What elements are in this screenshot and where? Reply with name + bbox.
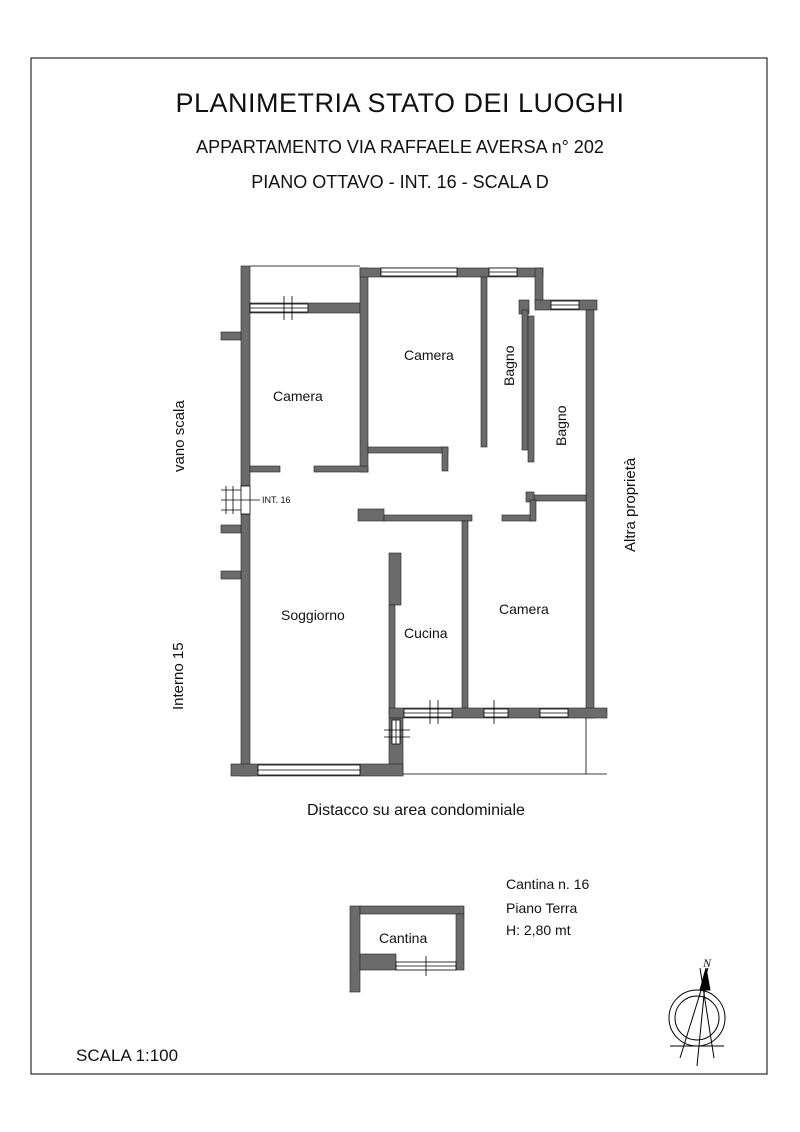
- entrance-door: [221, 485, 260, 515]
- room-label-bagno-2: Bagno: [553, 405, 569, 446]
- wall-bagno1-west: [480, 276, 488, 448]
- wall-stub-1: [220, 331, 242, 341]
- page-title: PLANIMETRIA STATO DEI LUOGHI: [175, 88, 625, 118]
- wall-camera-se-stub: [529, 499, 537, 522]
- room-label-cucina: Cucina: [404, 625, 448, 641]
- wall-west-lower: [240, 513, 251, 777]
- wall-east: [585, 309, 595, 719]
- room-label-cantina: Cantina: [379, 930, 428, 946]
- wall-corridor-top: [383, 514, 473, 522]
- room-label-camera-n: Camera: [404, 347, 454, 363]
- scale-label: SCALA 1:100: [76, 1046, 179, 1065]
- sheet-border: [30, 57, 768, 1075]
- wall-west-upper: [240, 265, 251, 487]
- wall-bagno1-east: [521, 309, 529, 451]
- wall-bagno2-west: [527, 315, 535, 463]
- wall-stub-3: [220, 570, 242, 580]
- label-altra-proprieta: Altra proprietà: [622, 457, 639, 552]
- north-label: N: [703, 956, 712, 970]
- label-distacco: Distacco su area condominiale: [307, 802, 525, 819]
- wall-corridor-block: [357, 508, 385, 522]
- wall-north-step: [534, 267, 544, 305]
- address-subtitle: APPARTAMENTO VIA RAFFAELE AVERSA n° 202: [196, 137, 604, 157]
- cantina-info-line-1: Cantina n. 16: [506, 876, 590, 892]
- room-label-camera-se: Camera: [499, 601, 549, 617]
- label-interno-15: Interno 15: [170, 642, 187, 710]
- wall-kitchen-east: [461, 520, 469, 712]
- cantina-info-line-3: H: 2,80 mt: [506, 922, 571, 938]
- room-label-bagno-1: Bagno: [501, 345, 517, 386]
- wall-kitchen-west: [388, 604, 396, 716]
- walls: [220, 265, 608, 777]
- wall-camera-n-stub: [441, 446, 449, 472]
- label-vano-scala: vano scala: [171, 400, 188, 472]
- wall-stub-2: [220, 524, 242, 534]
- label-int-16: INT. 16: [262, 495, 291, 505]
- wall-kitchen-west-thick: [388, 552, 402, 606]
- wall-camera-nw-south-b: [313, 465, 369, 473]
- floor-subtitle: PIANO OTTAVO - INT. 16 - SCALA D: [251, 172, 549, 192]
- wall-camera-nw-south-a: [249, 465, 281, 473]
- wall-camera-n-south: [367, 446, 449, 454]
- wall-camera-se-nw: [501, 514, 535, 522]
- room-label-soggiorno: Soggiorno: [281, 607, 345, 623]
- north-arrow-icon: [668, 967, 726, 1067]
- wall-camera-nw-east: [359, 267, 369, 473]
- cantina-info-line-2: Piano Terra: [506, 900, 578, 916]
- balcony-outline: [403, 718, 607, 775]
- window-lines: [250, 271, 579, 771]
- wall-bagno2-south: [533, 494, 587, 502]
- cantina-plan: [349, 905, 465, 993]
- room-label-camera-nw: Camera: [273, 388, 323, 404]
